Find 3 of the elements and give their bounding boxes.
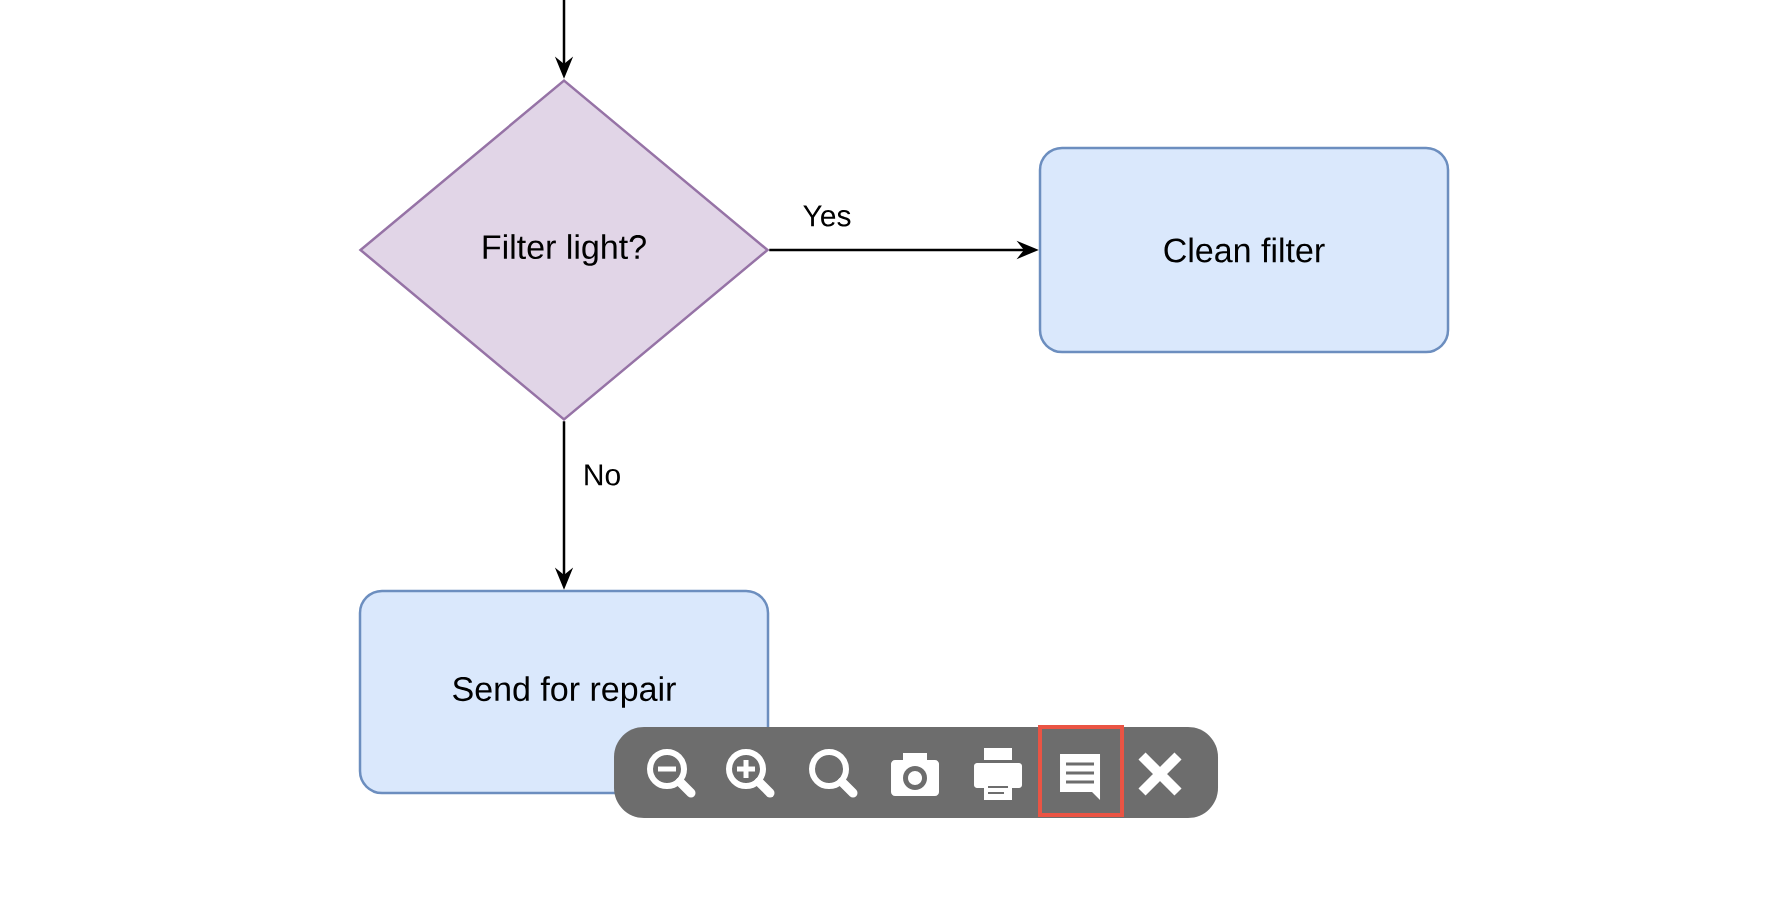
edge-label: Yes <box>800 203 854 229</box>
process-box: Clean filter <box>1038 146 1450 354</box>
edge-label: No <box>580 462 624 488</box>
